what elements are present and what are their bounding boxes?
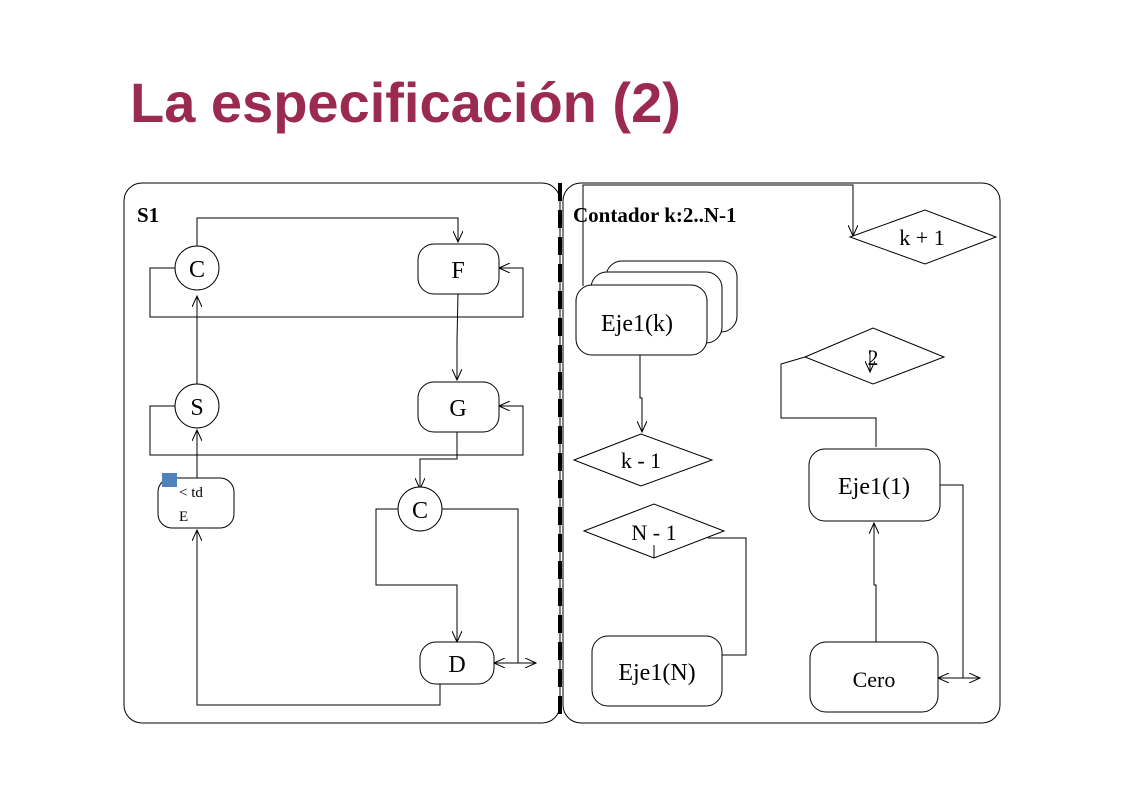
left-panel-label: S1: [137, 203, 159, 227]
node-s: [174, 383, 220, 429]
node-td-line1: < td: [179, 485, 203, 501]
node-eje1-n-label: Eje1(N): [618, 660, 695, 686]
node-n-minus-1-label: N - 1: [631, 520, 676, 545]
right-panel: [562, 182, 1001, 724]
node-two-label: 2: [868, 345, 879, 370]
node-c-top-label: C: [189, 257, 205, 283]
node-eje1-k: [575, 284, 708, 356]
node-td: [157, 477, 235, 529]
right-panel-label: Contador k:2..N-1: [573, 203, 737, 227]
node-k-plus-1: [848, 209, 998, 265]
node-k-minus-1: [572, 433, 714, 487]
node-s-label: S: [190, 395, 203, 421]
node-f: [417, 243, 500, 295]
node-c-top: [174, 245, 220, 291]
blue-marker: [162, 473, 177, 487]
node-d: [419, 641, 495, 685]
node-c-mid: [397, 486, 443, 532]
node-eje1-1: [808, 448, 941, 522]
node-two: [803, 327, 946, 385]
page-title: La especificación (2): [130, 71, 681, 134]
node-eje1-n: [591, 635, 723, 707]
node-g-label: G: [449, 396, 466, 422]
node-d-label: D: [448, 652, 465, 678]
node-g: [417, 381, 500, 433]
node-td-line2: E: [179, 509, 188, 525]
node-f-label: F: [451, 258, 464, 284]
node-k-plus-1-label: k + 1: [899, 225, 944, 250]
node-eje1-1-label: Eje1(1): [838, 474, 910, 500]
node-cero-label: Cero: [853, 667, 896, 692]
node-c-mid-label: C: [412, 498, 428, 524]
node-cero: [809, 641, 939, 713]
node-n-minus-1: [582, 503, 726, 559]
node-k-minus-1-label: k - 1: [621, 448, 661, 473]
node-eje1-k-label: Eje1(k): [601, 311, 673, 337]
